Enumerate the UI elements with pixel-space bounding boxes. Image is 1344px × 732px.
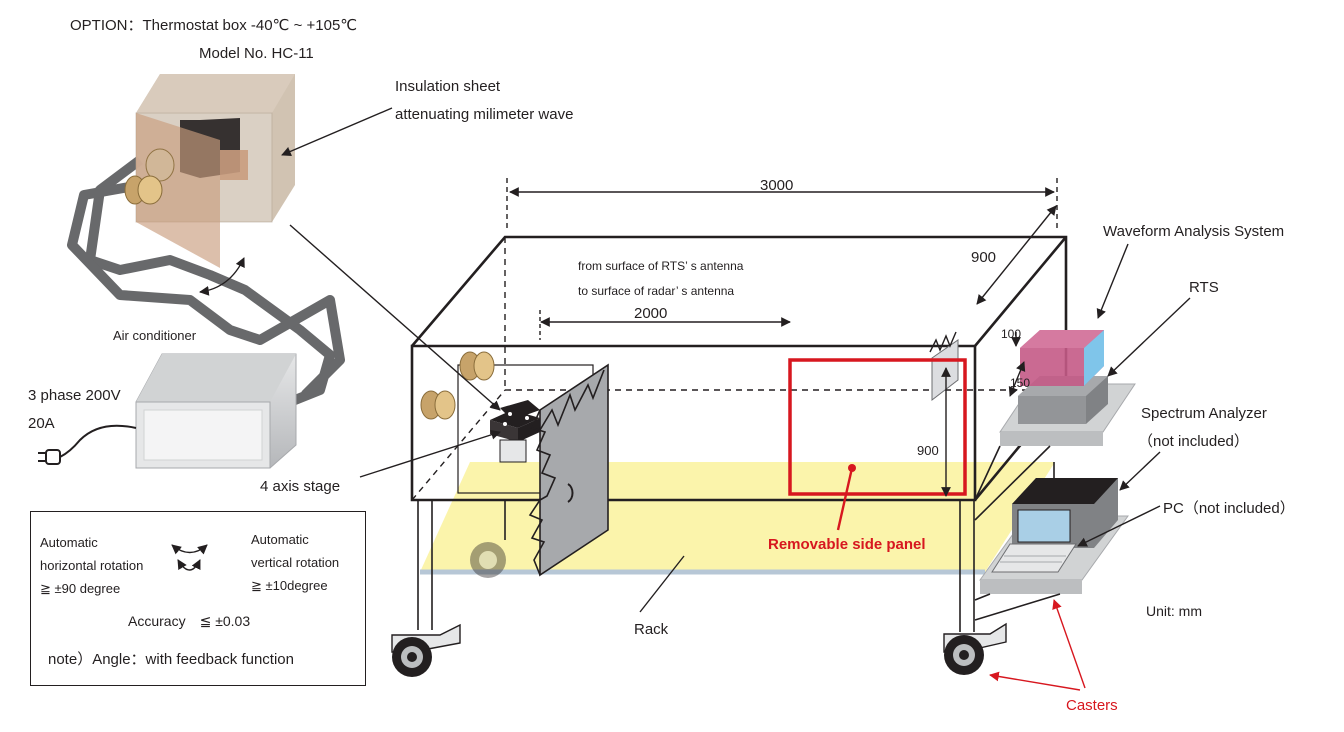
thermostat-box [124, 74, 295, 268]
spec-note: note）Angle：with feedback function [48, 651, 294, 668]
spec-box [30, 511, 366, 686]
distance-note-1: from surface of RTS’ s antenna [578, 259, 744, 273]
insulation-label-1: Insulation sheet [395, 78, 501, 95]
equipment-cart-legs [974, 445, 1061, 621]
distance-note-2: to surface of radar’ s antenna [578, 284, 734, 298]
model-number: Model No. HC-11 [199, 45, 314, 62]
spec-vertical-2: vertical rotation [251, 555, 339, 570]
option-title: OPTION：Thermostat box -40℃ ~ +105℃ [70, 17, 357, 34]
spec-rotation-arrows-icon [171, 544, 208, 571]
air-conditioner-label: Air conditioner [113, 328, 197, 343]
insulation-label-2: attenuating milimeter wave [395, 106, 573, 123]
caster-leaders [989, 599, 1086, 691]
absorber-panel [528, 363, 609, 577]
power-label-1: 3 phase 200V [28, 387, 121, 404]
waveform-label: Waveform Analysis System [1103, 223, 1284, 240]
spectrum-label-2: （not included） [1138, 433, 1249, 450]
spectrum-label-1: Spectrum Analyzer [1141, 405, 1267, 422]
chamber-cylinders [420, 351, 495, 420]
power-plug-icon [38, 424, 137, 465]
spec-vertical-1: Automatic [251, 532, 309, 547]
removable-panel-label: Removable side panel [768, 536, 926, 553]
spec-horizontal-1: Automatic [40, 535, 98, 550]
spec-vertical-3: ≧ ±10degree [251, 578, 328, 593]
target-plate [929, 331, 959, 402]
dimension-lines [506, 178, 1058, 497]
spec-horizontal-2: horizontal rotation [40, 558, 143, 573]
pc-label: PC（not included） [1163, 500, 1295, 517]
distance-dimension: 2000 [634, 305, 667, 322]
height-dimension: 900 [917, 443, 939, 458]
width-dimension: 900 [971, 249, 996, 266]
length-dimension: 3000 [760, 177, 793, 194]
unit-label: Unit: mm [1146, 603, 1202, 619]
rts-label: RTS [1189, 279, 1219, 296]
caster-front-right [943, 622, 1007, 675]
insulation-rotation-arrow [199, 257, 245, 296]
spec-accuracy: Accuracy ≦ ±0.03 [128, 613, 250, 629]
casters-label: Casters [1066, 697, 1118, 714]
waveform-analysis-system [1020, 330, 1104, 386]
caster-rear-left [470, 542, 506, 578]
rack-legs [417, 462, 1055, 632]
pc-laptop [991, 543, 1077, 573]
power-label-2: 20A [28, 415, 55, 432]
stage-label: 4 axis stage [260, 478, 340, 495]
rts-height-100: 100 [1001, 327, 1021, 341]
leader-lines [281, 107, 1191, 613]
spec-horizontal-3: ≧ ±90 degree [40, 581, 120, 596]
caster-front-left [391, 623, 461, 677]
air-conditioner [135, 353, 297, 469]
rack-label: Rack [634, 621, 669, 638]
removable-panel-frame [788, 358, 967, 496]
four-axis-stage [490, 400, 540, 463]
rts-height-150: 150 [1010, 376, 1030, 390]
